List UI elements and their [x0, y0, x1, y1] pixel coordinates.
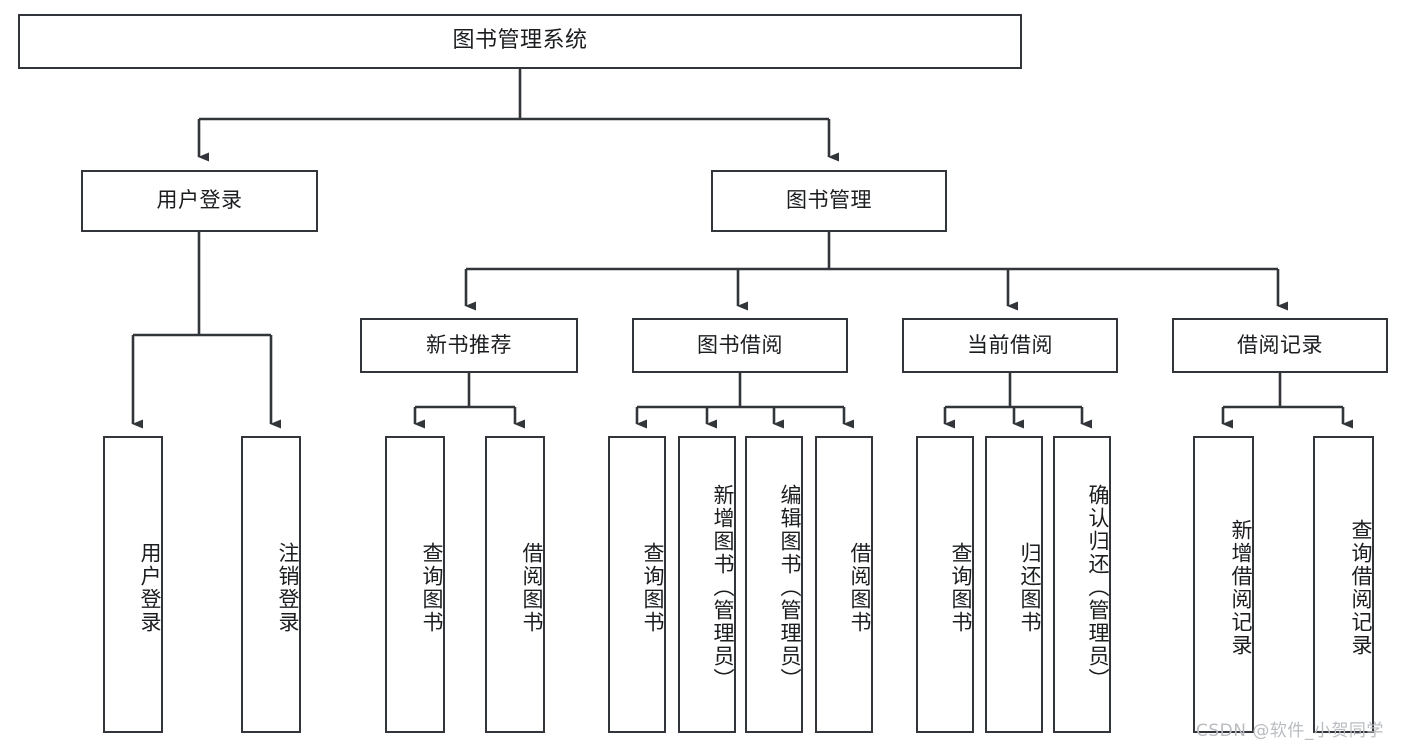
- node-label: 当前借阅: [967, 332, 1053, 357]
- node-label: 用户登录: [138, 541, 162, 634]
- node-label: 图书管理: [786, 188, 872, 213]
- node-label: 借阅记录: [1237, 332, 1323, 357]
- leaf-query-book-recommend[interactable]: 查询图书: [385, 436, 445, 733]
- node-label: 编辑图书（管理员）: [778, 484, 802, 691]
- leaf-user-logout[interactable]: 注销登录: [241, 436, 301, 733]
- leaf-edit-book-admin[interactable]: 编辑图书（管理员）: [745, 436, 803, 733]
- node-label: 查询图书: [420, 541, 444, 634]
- node-label: 确认归还（管理员）: [1086, 484, 1110, 691]
- node-label: 归还图书: [1018, 541, 1042, 634]
- node-label: 查询图书: [641, 541, 665, 634]
- node-label: 借阅图书: [520, 541, 544, 634]
- node-label: 新书推荐: [426, 332, 512, 357]
- node-label: 注销登录: [276, 541, 300, 634]
- node-new-book-recommend[interactable]: 新书推荐: [360, 318, 578, 373]
- node-book-management[interactable]: 图书管理: [711, 170, 947, 232]
- node-borrow-record[interactable]: 借阅记录: [1172, 318, 1388, 373]
- node-label: 借阅图书: [848, 541, 872, 634]
- node-root-system[interactable]: 图书管理系统: [18, 14, 1022, 69]
- node-user-login[interactable]: 用户登录: [81, 170, 318, 232]
- leaf-user-login[interactable]: 用户登录: [103, 436, 163, 733]
- leaf-borrow-book[interactable]: 借阅图书: [815, 436, 873, 733]
- node-current-borrow[interactable]: 当前借阅: [902, 318, 1118, 373]
- node-book-borrow[interactable]: 图书借阅: [632, 318, 848, 373]
- leaf-query-book-current[interactable]: 查询图书: [916, 436, 974, 733]
- node-label: 新增借阅记录: [1229, 518, 1253, 657]
- leaf-return-book[interactable]: 归还图书: [985, 436, 1043, 733]
- node-label: 查询图书: [949, 541, 973, 634]
- leaf-query-borrow-record[interactable]: 查询借阅记录: [1313, 436, 1374, 733]
- leaf-add-book-admin[interactable]: 新增图书（管理员）: [678, 436, 736, 733]
- node-label: 新增图书（管理员）: [711, 484, 735, 691]
- leaf-add-borrow-record[interactable]: 新增借阅记录: [1193, 436, 1254, 733]
- node-label: 用户登录: [156, 188, 243, 213]
- csdn-watermark: CSDN @软件_小贺同学: [1196, 721, 1384, 741]
- leaf-confirm-return-admin[interactable]: 确认归还（管理员）: [1053, 436, 1111, 733]
- leaf-borrow-book-recommend[interactable]: 借阅图书: [485, 436, 545, 733]
- node-label: 图书借阅: [697, 332, 783, 357]
- node-label: 图书管理系统: [452, 28, 588, 54]
- leaf-query-book[interactable]: 查询图书: [608, 436, 666, 733]
- node-label: 查询借阅记录: [1349, 518, 1373, 657]
